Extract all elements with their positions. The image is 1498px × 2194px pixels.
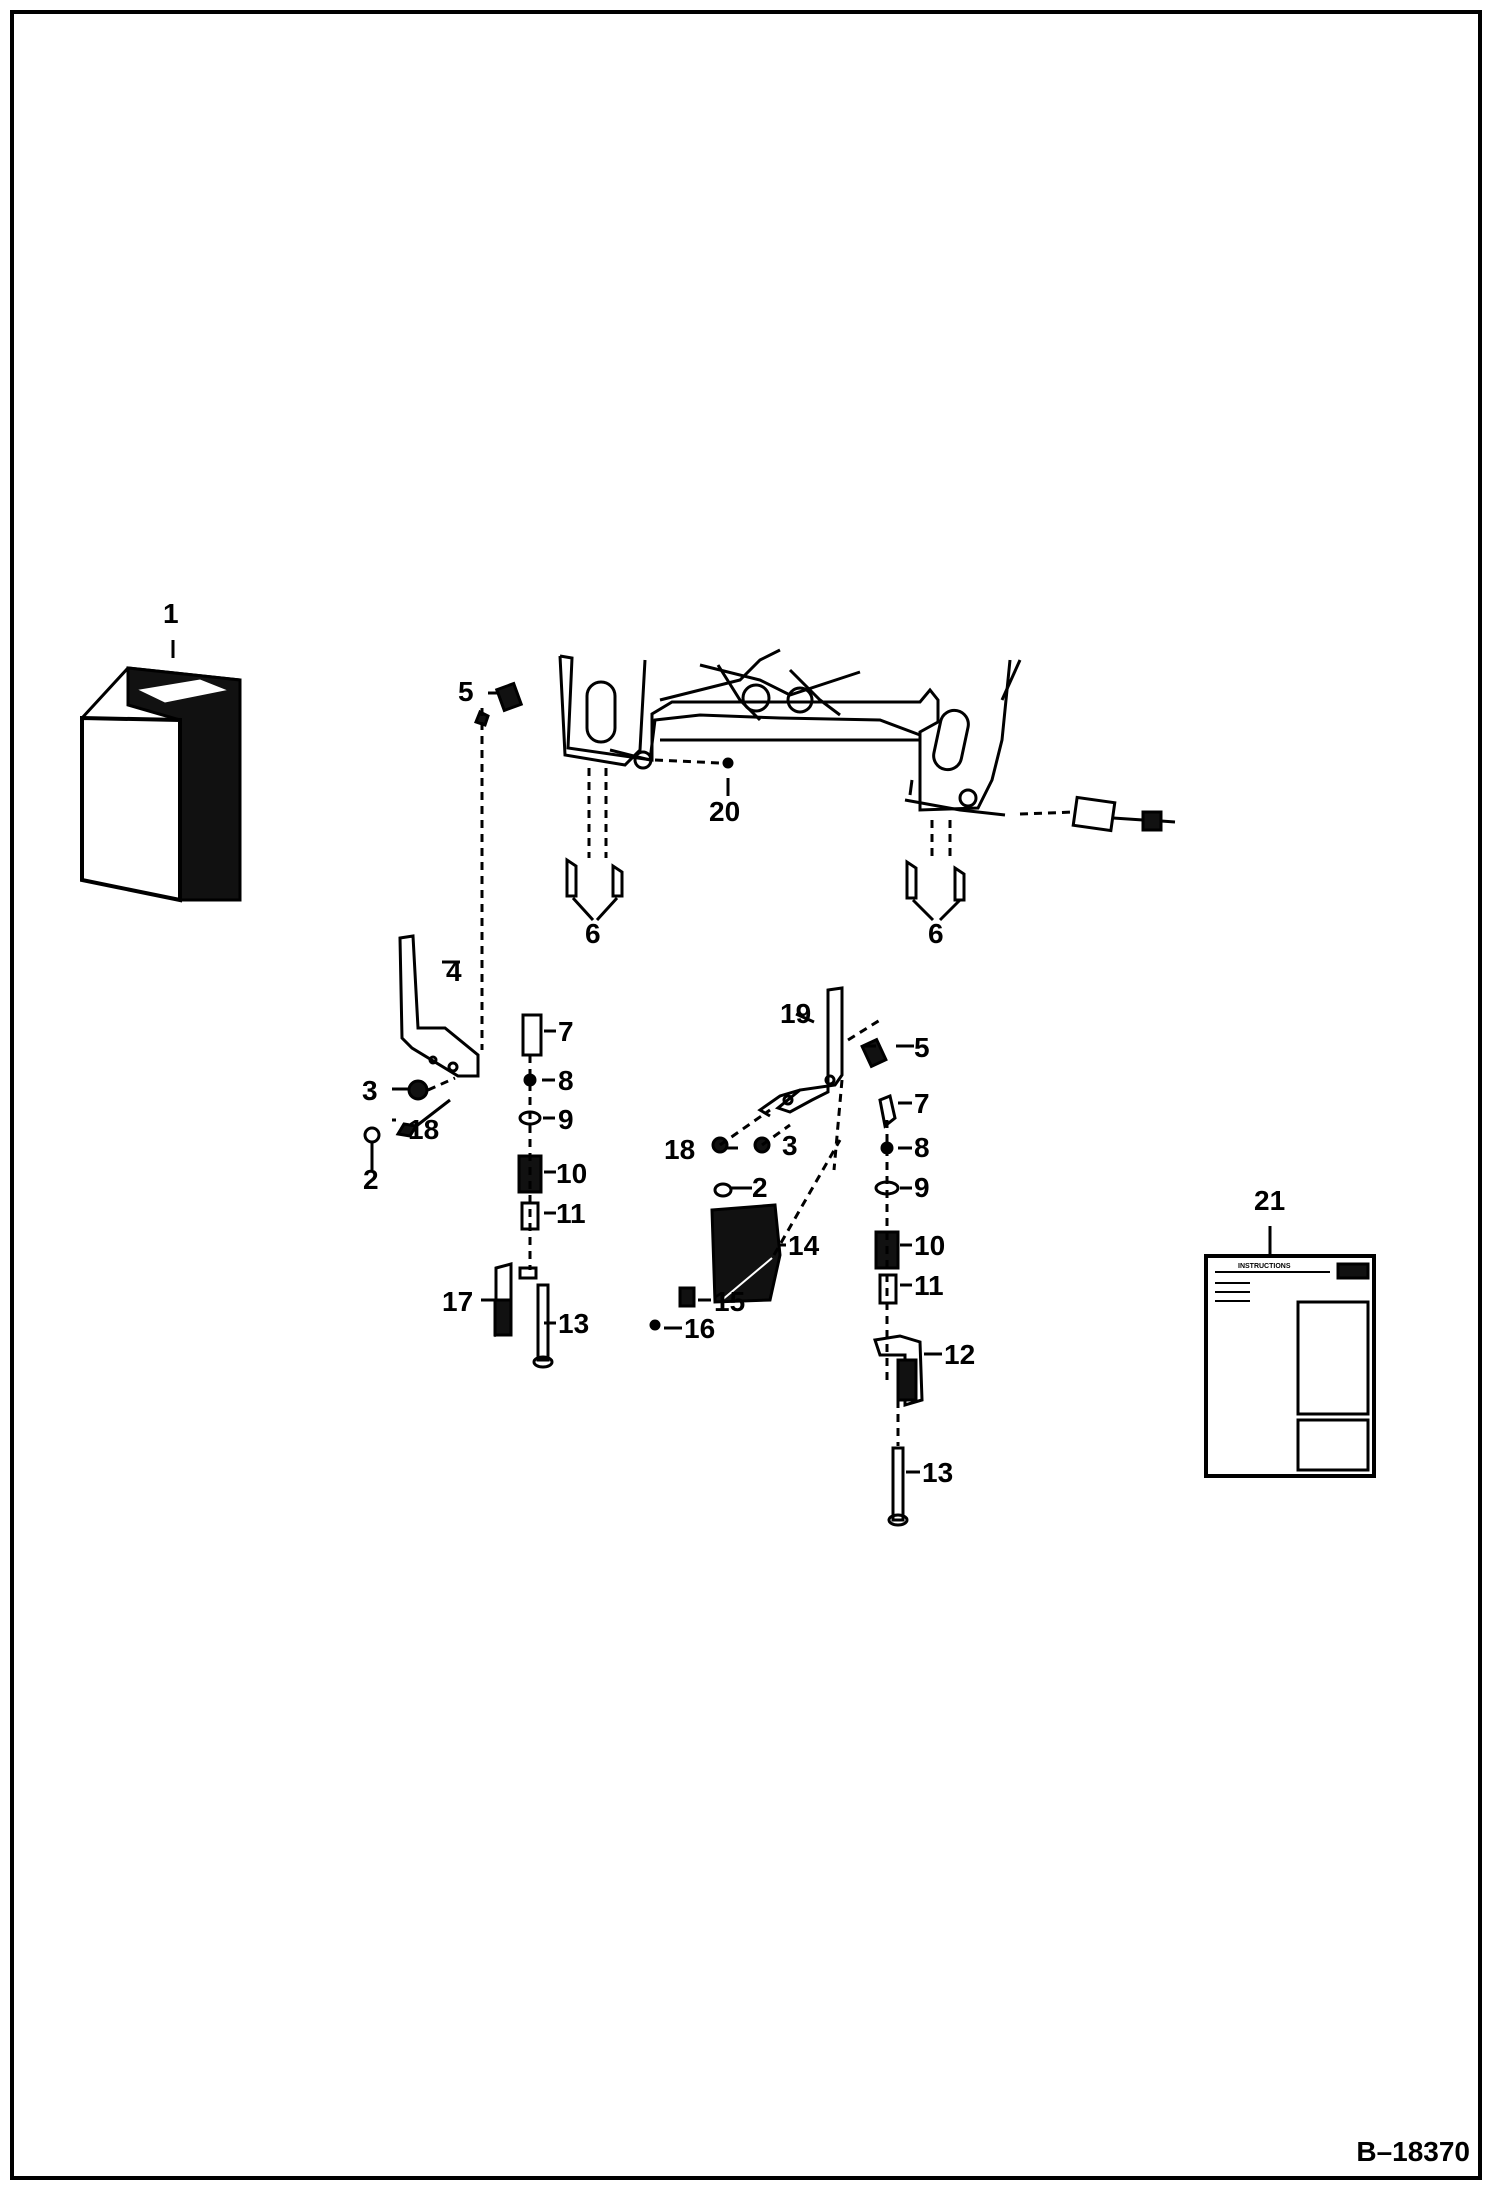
callout-6-right: 6 xyxy=(928,918,944,949)
callout-1: 1 xyxy=(163,598,179,629)
callout-15: 15 xyxy=(714,1286,746,1317)
callout-12: 12 xyxy=(944,1339,976,1370)
callout-13-left: 13 xyxy=(558,1308,590,1339)
callout-19: 19 xyxy=(780,998,812,1029)
callout-20: 20 xyxy=(709,796,741,827)
callout-18-right: 18 xyxy=(664,1134,696,1165)
callout-8-left: 8 xyxy=(558,1065,574,1096)
callout-9-left: 9 xyxy=(558,1104,574,1135)
callout-21: 21 xyxy=(1254,1185,1286,1216)
callout-6-left: 6 xyxy=(585,918,601,949)
decal-title: INSTRUCTIONS xyxy=(1238,1263,1291,1270)
callout-7-left: 7 xyxy=(558,1016,574,1047)
callout-13-right: 13 xyxy=(922,1457,954,1488)
callout-5-right: 5 xyxy=(914,1032,930,1063)
part-box xyxy=(80,666,242,903)
attachment-frame xyxy=(558,648,1022,817)
callout-16: 16 xyxy=(684,1313,716,1344)
diagram-frame xyxy=(10,10,1482,2180)
left-lever-assembly xyxy=(363,681,554,1369)
callout-7-right: 7 xyxy=(914,1088,930,1119)
instruction-decal xyxy=(1204,1240,1376,1478)
bushing-pin xyxy=(1019,795,1176,833)
callout-11-left: 11 xyxy=(556,1198,586,1229)
callout-11-right: 11 xyxy=(914,1270,944,1301)
callout-17: 17 xyxy=(442,1286,474,1317)
callout-2-right: 2 xyxy=(752,1172,768,1203)
callout-10-left: 10 xyxy=(556,1158,588,1189)
figure-id: B–18370 xyxy=(1356,2136,1470,2167)
cover-plate xyxy=(710,1139,842,1304)
callout-3-right: 3 xyxy=(782,1130,798,1161)
callout-3-left: 3 xyxy=(362,1075,378,1106)
clips-right xyxy=(905,820,966,922)
callout-5-left: 5 xyxy=(458,676,474,707)
callout-4: 4 xyxy=(446,956,462,987)
callout-8-right: 8 xyxy=(914,1132,930,1163)
clips-left xyxy=(565,768,624,922)
callout-14: 14 xyxy=(788,1230,820,1261)
callout-10-right: 10 xyxy=(914,1230,946,1261)
callout-18-left: 18 xyxy=(408,1114,440,1145)
callout-2-left: 2 xyxy=(363,1164,379,1195)
callout-9-right: 9 xyxy=(914,1172,930,1203)
